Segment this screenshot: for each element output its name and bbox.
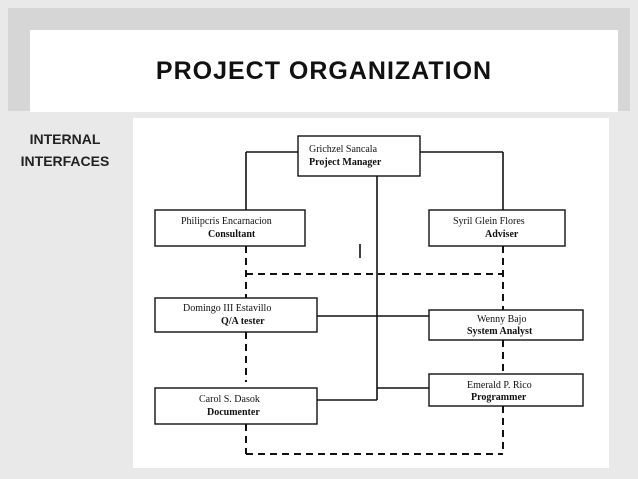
node-analyst: Wenny Bajo System Analyst xyxy=(428,309,584,341)
node-pm-role: Project Manager xyxy=(309,157,382,168)
node-analyst-name: Wenny Bajo xyxy=(477,314,526,325)
node-documenter-name: Carol S. Dasok xyxy=(199,394,260,405)
title-banner: PROJECT ORGANIZATION xyxy=(8,8,630,112)
node-documenter-box xyxy=(154,387,318,425)
node-documenter-role: Documenter xyxy=(207,407,260,418)
node-adviser-name: Syril Glein Flores xyxy=(453,216,525,227)
org-chart-svg: Grichzel Sancala Project Manager Philipc… xyxy=(154,135,584,455)
node-programmer-name: Emerald P. Rico xyxy=(467,380,532,391)
title-panel: PROJECT ORGANIZATION xyxy=(30,30,618,112)
node-programmer-box xyxy=(428,373,584,407)
node-pm: Grichzel Sancala Project Manager xyxy=(297,135,421,177)
node-qa-name: Domingo III Estavillo xyxy=(183,303,271,314)
dashed-connectors xyxy=(245,246,504,455)
side-label: INTERNAL INTERFACES xyxy=(10,128,120,172)
node-documenter: Carol S. Dasok Documenter xyxy=(154,387,318,425)
node-consultant: Philipcris Encarnacion Consultant xyxy=(154,209,306,247)
node-consultant-role: Consultant xyxy=(208,229,256,240)
org-chart-diagram: Grichzel Sancala Project Manager Philipc… xyxy=(133,118,609,468)
node-consultant-box xyxy=(154,209,306,247)
node-pm-name: Grichzel Sancala xyxy=(309,144,378,155)
node-adviser-box xyxy=(428,209,566,247)
node-analyst-box xyxy=(428,309,584,341)
node-pm-box xyxy=(297,135,421,177)
side-label-line1: INTERNAL xyxy=(29,131,101,147)
solid-connectors xyxy=(245,151,504,401)
node-adviser-role: Adviser xyxy=(485,229,519,240)
side-label-line2: INTERFACES xyxy=(20,153,110,169)
node-consultant-name: Philipcris Encarnacion xyxy=(181,216,272,227)
node-analyst-role: System Analyst xyxy=(467,326,533,337)
node-adviser: Syril Glein Flores Adviser xyxy=(428,209,566,247)
node-programmer: Emerald P. Rico Programmer xyxy=(428,373,584,407)
node-qa-role: Q/A tester xyxy=(221,316,265,327)
node-programmer-role: Programmer xyxy=(471,392,527,403)
node-qa-box xyxy=(154,297,318,333)
slide-title: PROJECT ORGANIZATION xyxy=(155,56,493,85)
node-qa: Domingo III Estavillo Q/A tester xyxy=(154,297,318,333)
